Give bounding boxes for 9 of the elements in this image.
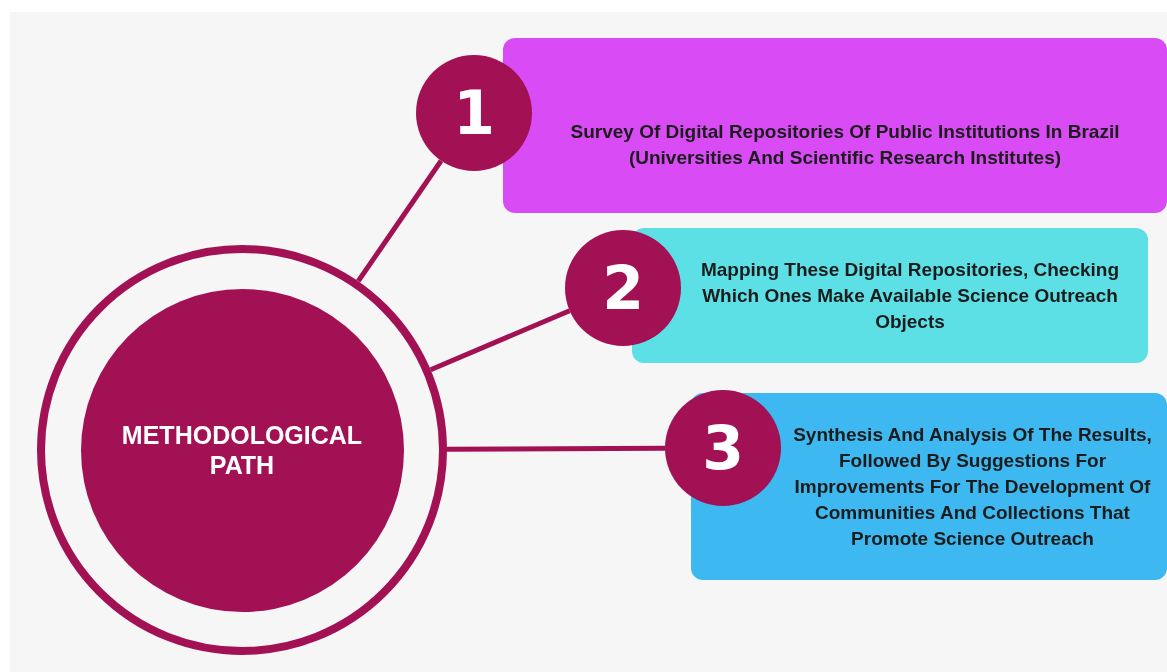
step-card xyxy=(691,393,1167,580)
hub-title: METHODOLOGICAL PATH xyxy=(120,420,364,480)
step-description: Survey Of Digital Repositories Of Public Institutions In Brazil (Universities And Scientific Research Institutes) xyxy=(569,119,1121,170)
connector-line xyxy=(356,159,444,283)
step-description: Mapping These Digital Repositories, Checking Which Ones Make Available Science Outreach Objects xyxy=(699,257,1121,334)
step-description: Synthesis And Analysis Of The Results, Followed By Suggestions For Improvements For The Development Of Communities And Collections That Promote Science Outreach xyxy=(792,422,1153,551)
connector-line xyxy=(429,308,571,373)
step-card xyxy=(503,38,1167,213)
connector-line xyxy=(447,445,665,452)
